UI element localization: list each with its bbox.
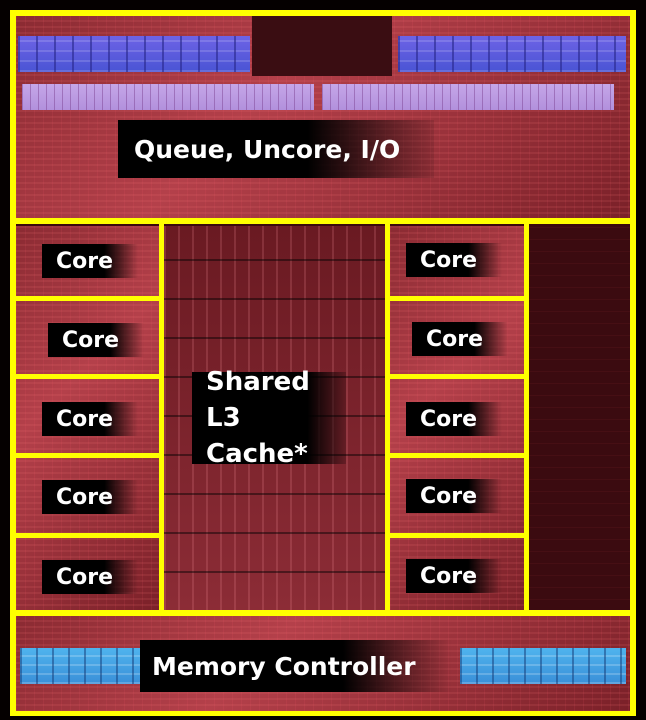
core-label: Core [42, 244, 138, 278]
outline-core-sep [16, 296, 159, 301]
outline-left [10, 10, 16, 716]
core-label: Core [406, 479, 502, 513]
core-label: Core [406, 243, 502, 277]
uncore-label: Queue, Uncore, I/O [118, 120, 434, 178]
outline-uncore-bottom [16, 218, 630, 224]
outline-core-sep [390, 533, 524, 538]
uncore-strip-1 [22, 84, 314, 110]
outline-right-col [524, 224, 529, 610]
core-label: Core [406, 559, 502, 593]
outline-core-sep [390, 453, 524, 458]
memory-block-left [20, 648, 140, 684]
uncore-block-center [252, 16, 392, 76]
outline-core-sep [16, 453, 159, 458]
outline-top [10, 10, 636, 16]
core-label: Core [412, 322, 508, 356]
core-label: Core [406, 402, 502, 436]
outline-bottom [10, 711, 636, 716]
core-label: Core [42, 480, 138, 514]
outline-left-col [159, 224, 164, 610]
outline-core-sep [16, 374, 159, 379]
core-label: Core [48, 323, 144, 357]
uncore-strip-2 [322, 84, 614, 110]
uncore-block-left [18, 36, 250, 72]
l3-label-line1: Shared [206, 367, 310, 397]
outline-core-sep [16, 533, 159, 538]
outline-core-sep [390, 374, 524, 379]
outline-cache-right [385, 224, 390, 610]
outline-right [630, 10, 636, 716]
uncore-block-right [398, 36, 626, 72]
l3-label-line2: L3 Cache* [206, 403, 308, 469]
unused-area [528, 226, 630, 612]
outline-core-sep [390, 296, 524, 301]
memory-block-right [460, 648, 626, 684]
memory-controller-label: Memory Controller [140, 640, 452, 692]
core-label: Core [42, 560, 138, 594]
core-label: Core [42, 402, 138, 436]
l3-cache-label: Shared L3 Cache* [192, 367, 346, 469]
outline-memory-top [16, 610, 630, 616]
